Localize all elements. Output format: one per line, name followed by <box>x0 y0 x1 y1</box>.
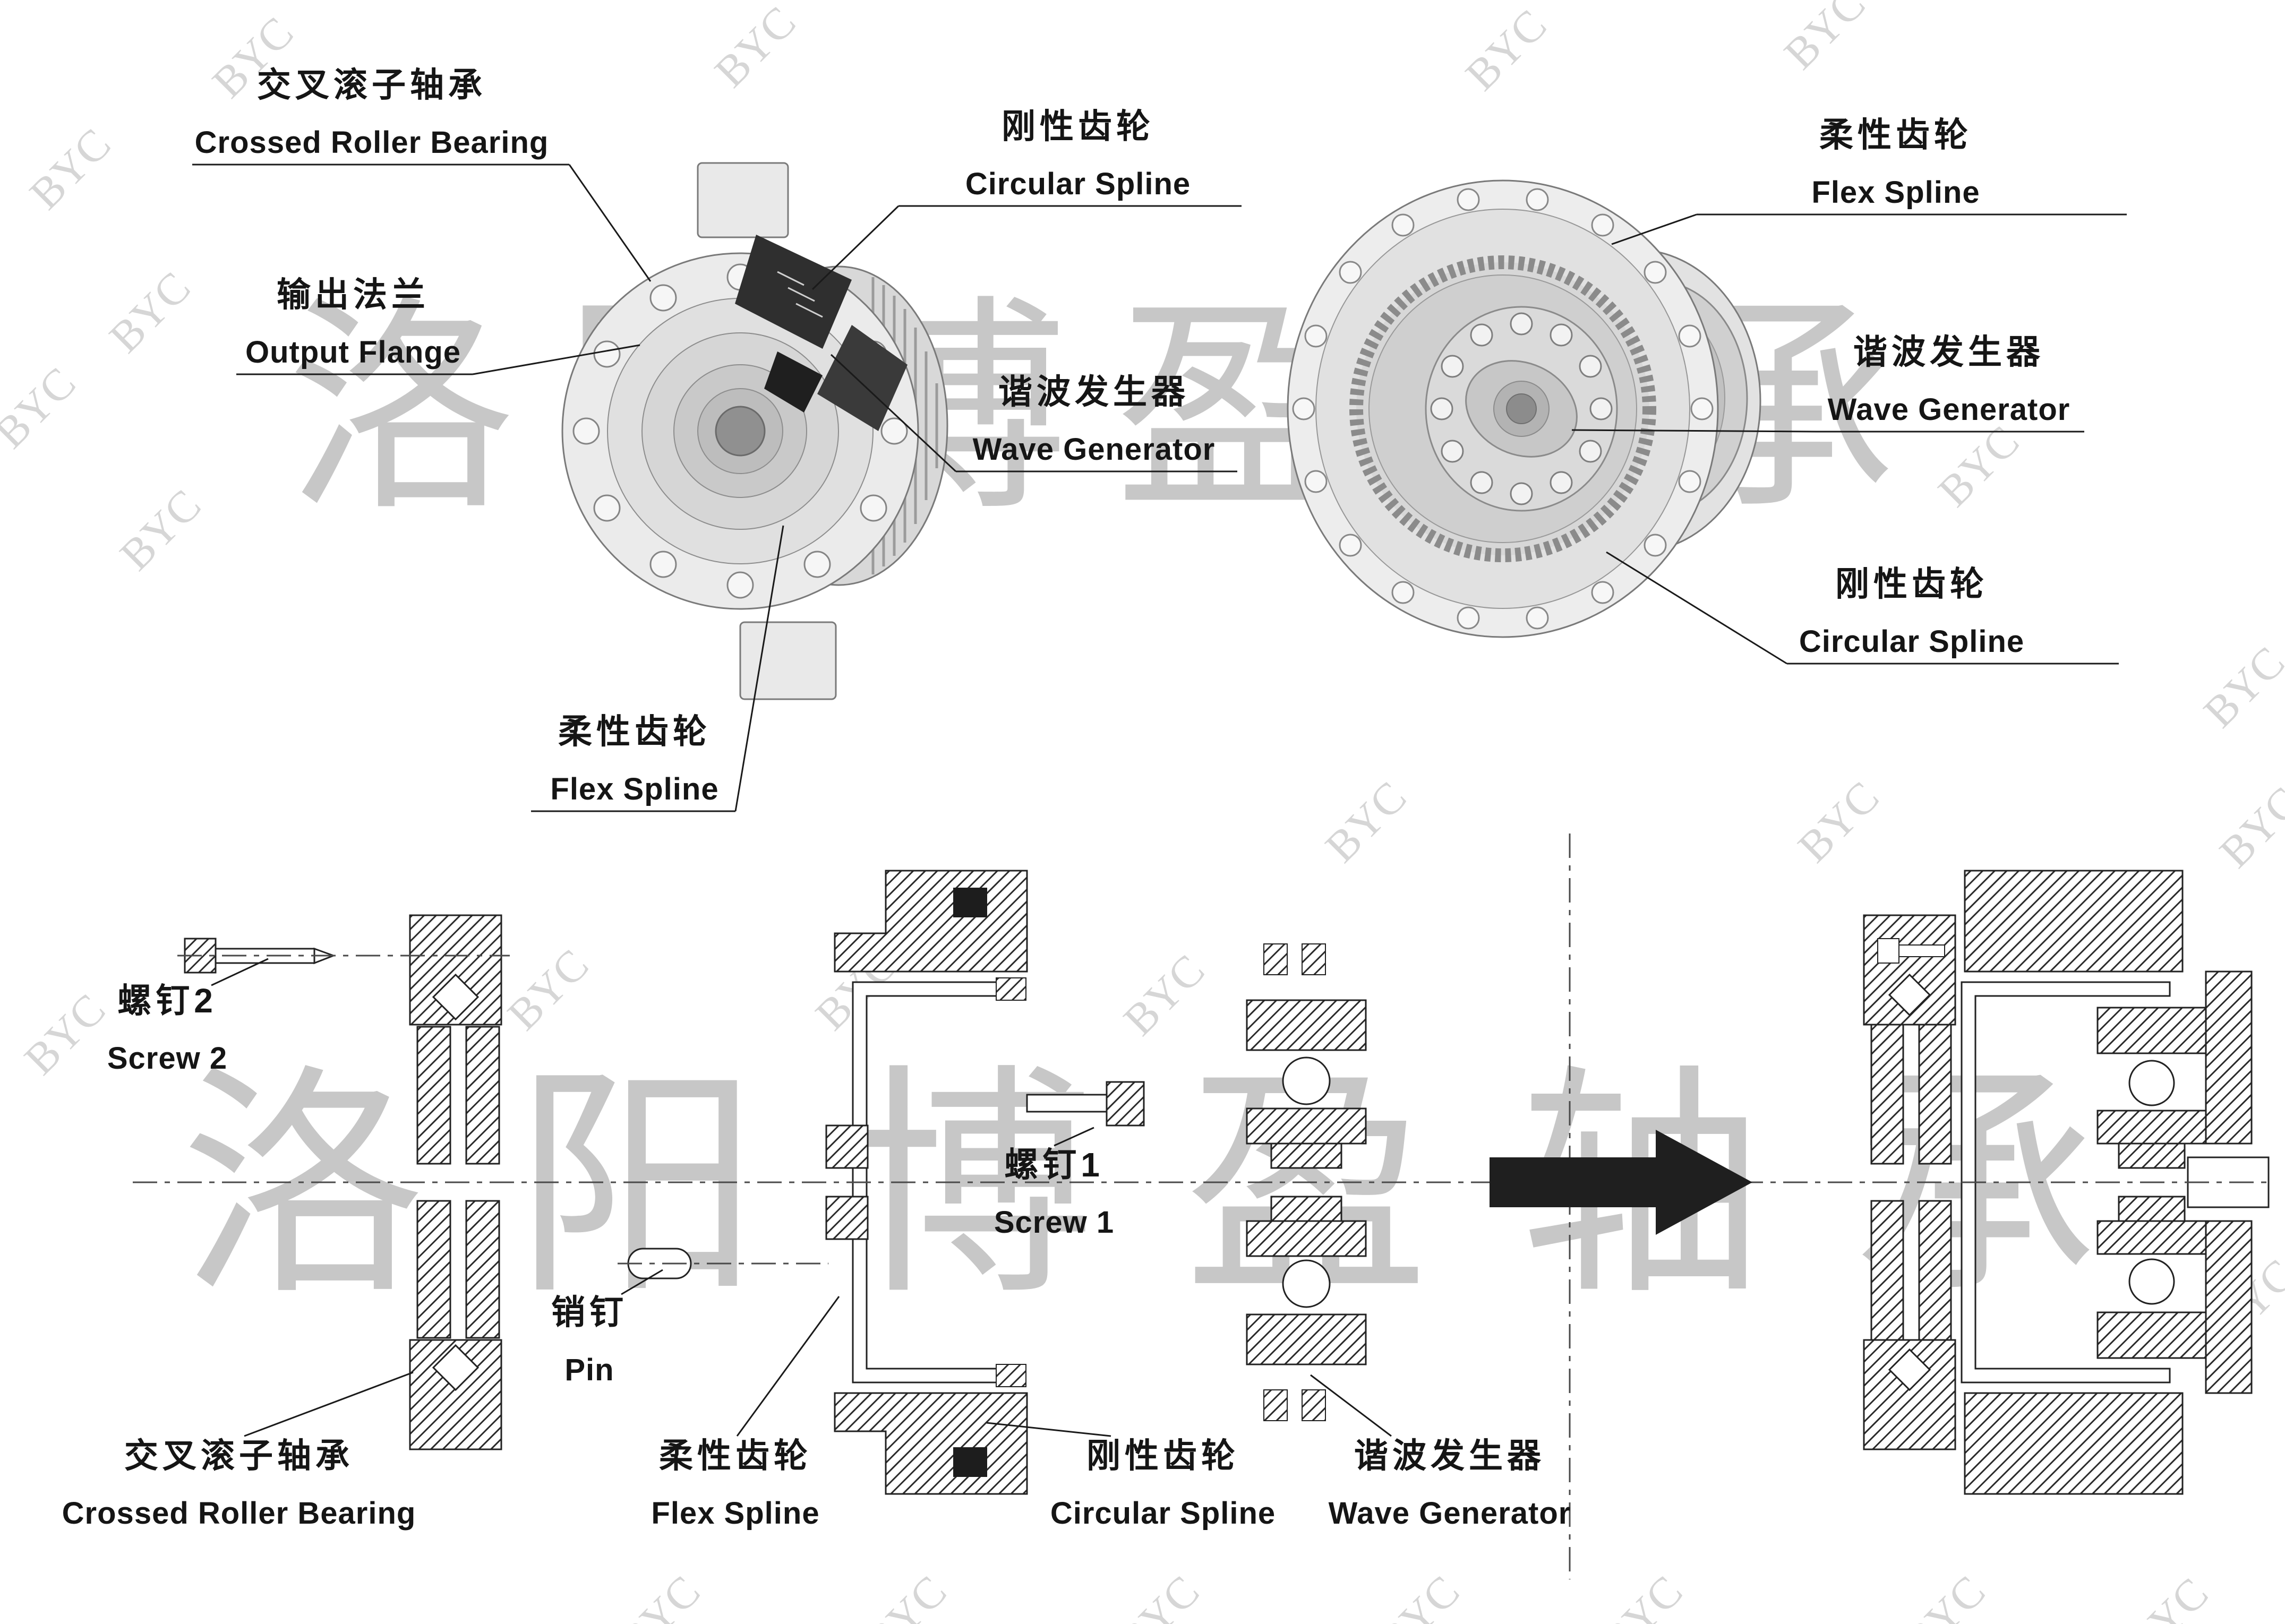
cutaway-gearhead-render <box>561 162 948 700</box>
label-zh: 柔性齿轮 <box>659 1437 812 1475</box>
label-screw1: 螺钉1 Screw 1 <box>945 1148 1163 1238</box>
label-en: Circular Spline <box>965 167 1191 201</box>
label-en: Flex Spline <box>651 1496 820 1531</box>
screw1-part <box>1026 1081 1145 1127</box>
label-flex-spline-right: 柔性齿轮 Flex Spline <box>1758 118 2034 208</box>
label-screw2: 螺钉2 Screw 2 <box>74 984 260 1074</box>
label-output-flange: 输出法兰 Output Flange <box>223 278 483 368</box>
label-zh: 刚性齿轮 <box>1835 565 1988 603</box>
bearing-balls <box>1430 312 1613 505</box>
label-zh: 螺钉2 <box>117 982 217 1020</box>
label-crossed-roller-bearing-bottom: 交叉滚子轴承 Crossed Roller Bearing <box>37 1439 441 1529</box>
label-en: Flex Spline <box>1811 175 1980 210</box>
label-en: Wave Generator <box>972 432 1216 467</box>
label-en: Output Flange <box>245 335 461 370</box>
label-zh: 谐波发生器 <box>998 373 1189 411</box>
label-zh: 输出法兰 <box>277 276 430 314</box>
leader-lines <box>192 164 2127 1437</box>
cut-surface <box>735 235 852 349</box>
label-zh: 柔性齿轮 <box>558 712 711 751</box>
label-flex-spline: 柔性齿轮 Flex Spline <box>504 715 765 805</box>
label-en: Pin <box>564 1353 614 1387</box>
label-wave-generator-bottom: 谐波发生器 Wave Generator <box>1285 1439 1614 1529</box>
label-flex-spline-bottom: 柔性齿轮 Flex Spline <box>605 1439 866 1529</box>
label-zh: 柔性齿轮 <box>1819 116 1972 154</box>
label-en: Crossed Roller Bearing <box>62 1496 416 1531</box>
label-zh: 交叉滚子轴承 <box>257 66 486 104</box>
label-en: Wave Generator <box>1328 1496 1571 1531</box>
label-zh: 螺钉1 <box>1004 1146 1104 1184</box>
label-en: Circular Spline <box>1799 624 2025 659</box>
label-zh: 刚性齿轮 <box>1002 107 1154 145</box>
flexspline-render <box>1287 179 1761 638</box>
flexspline-circularspline-part <box>825 870 1028 1495</box>
assembly-arrow <box>1490 1130 1752 1235</box>
label-wave-generator: 谐波发生器 Wave Generator <box>940 375 1248 465</box>
bolt-holes <box>1292 188 1714 630</box>
assembled-unit-part <box>1863 870 2270 1495</box>
label-en: Screw 2 <box>107 1041 228 1076</box>
label-zh: 交叉滚子轴承 <box>124 1437 354 1475</box>
label-circular-spline: 刚性齿轮 Circular Spline <box>903 109 1253 200</box>
label-zh: 刚性齿轮 <box>1086 1437 1239 1475</box>
label-en: Screw 1 <box>994 1205 1115 1240</box>
cut-gear-lines <box>777 271 823 318</box>
label-crossed-roller-bearing: 交叉滚子轴承 Crossed Roller Bearing <box>175 68 568 158</box>
label-circular-spline-bottom: 刚性齿轮 Circular Spline <box>1014 1439 1312 1529</box>
cut-surface <box>764 351 823 413</box>
label-en: Crossed Roller Bearing <box>194 125 549 160</box>
label-en: Flex Spline <box>550 772 719 806</box>
label-wave-generator-right: 谐波发生器 Wave Generator <box>1800 335 2098 425</box>
label-pin: 销钉 Pin <box>499 1295 680 1386</box>
label-zh: 谐波发生器 <box>1853 333 2044 371</box>
label-zh: 谐波发生器 <box>1354 1437 1545 1475</box>
wave-generator-part <box>1246 943 1367 1421</box>
label-en: Circular Spline <box>1050 1496 1276 1531</box>
label-zh: 销钉 <box>551 1293 628 1331</box>
label-circular-spline-right: 刚性齿轮 Circular Spline <box>1768 567 2055 657</box>
crossed-roller-bearing-part <box>409 914 502 1450</box>
label-en: Wave Generator <box>1827 392 2070 427</box>
